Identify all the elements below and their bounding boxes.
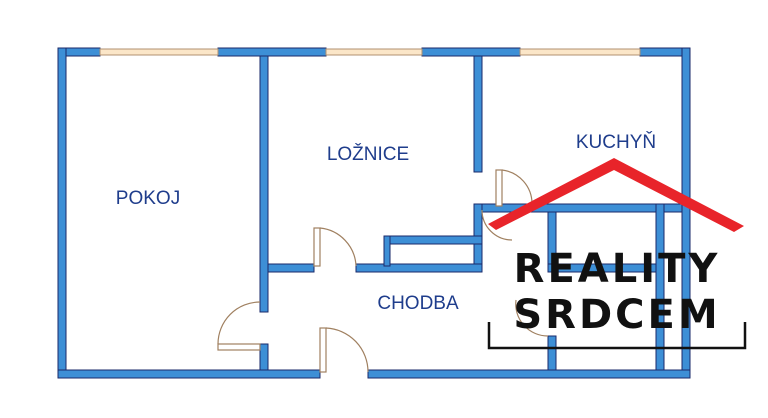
logo-bracket	[487, 322, 747, 350]
door-pokoj	[217, 301, 261, 351]
door-entrance	[319, 327, 369, 373]
windows	[99, 48, 641, 56]
interior-walls	[259, 55, 683, 371]
room-label-kuchyn: KUCHYŇ	[576, 131, 656, 153]
door-bathroom	[515, 299, 549, 337]
logo-line1: REALITY	[514, 246, 721, 292]
room-label-loznice: LOŽNICE	[327, 143, 409, 165]
door-kuchyn	[495, 169, 533, 207]
exterior-walls	[57, 47, 691, 379]
logo-roof	[488, 158, 744, 232]
room-label-pokoj: POKOJ	[116, 188, 180, 209]
logo-line2: SRDCEM	[513, 292, 720, 338]
doors	[217, 169, 549, 373]
window-kuchyn	[519, 48, 641, 56]
window-loznice	[325, 48, 423, 56]
reality-srdcem-logo: REALITY SRDCEM	[487, 158, 747, 350]
room-label-chodba: CHODBA	[377, 293, 459, 314]
door-pantry	[481, 209, 513, 241]
window-pokoj	[99, 48, 219, 56]
door-loznice	[313, 227, 357, 267]
